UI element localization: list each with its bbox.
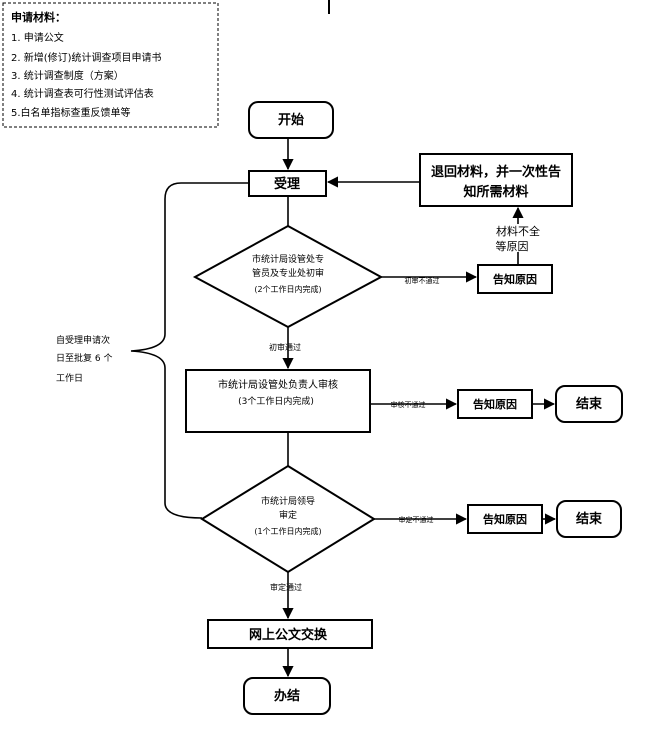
materials-item-4: 4. 统计调查表可行性测试评估表 <box>11 87 154 100</box>
notify1-node <box>477 264 553 294</box>
review2-line-1: 市统计局设管处负责人审核 <box>218 378 338 391</box>
review1-line-1: 市统计局设管处专 <box>252 253 324 265</box>
notify1-label: 告知原因 <box>493 272 537 286</box>
side-note-line-3: 工作日 <box>56 372 83 384</box>
review3-line-2: 审定 <box>279 509 297 521</box>
start-node <box>248 101 334 139</box>
pass1-label: 初审通过 <box>269 342 301 352</box>
materials-panel: 申请材料： 1. 申请公文 2. 新增(修订)统计调查项目申请书 3. 统计调查… <box>2 2 219 128</box>
end2-node <box>555 385 623 423</box>
materials-item-1: 1. 申请公文 <box>11 31 64 44</box>
return-materials-line-2: 知所需材料 <box>463 184 528 200</box>
review3-line-1: 市统计局领导 <box>261 495 315 507</box>
review2-line-2: (3个工作日内完成) <box>238 395 314 407</box>
materials-border <box>2 2 219 128</box>
incomplete-label-2: 等原因 <box>496 239 529 253</box>
done-label: 办结 <box>274 688 300 704</box>
fail3-label: 审定不通过 <box>399 515 434 524</box>
end3-label: 结束 <box>576 511 603 527</box>
exchange-node <box>207 619 373 649</box>
review3-line-3: (1个工作日内完成) <box>254 526 321 536</box>
end3-node <box>556 500 622 538</box>
pass3-label: 审定通过 <box>270 582 302 592</box>
start-label: 开始 <box>278 112 304 128</box>
review1-line-2: 管员及专业处初审 <box>252 267 324 279</box>
exchange-label: 网上公文交换 <box>249 627 328 643</box>
review2-node <box>185 369 371 433</box>
timeline-bracket <box>130 182 249 519</box>
fail1-label: 初审不通过 <box>405 276 440 285</box>
accept-label: 受理 <box>274 176 300 192</box>
materials-item-3: 3. 统计调查制度（方案） <box>11 69 124 82</box>
notify2-node <box>457 389 533 419</box>
return-materials-line-1: 退回材料，并一次性告 <box>431 164 561 180</box>
done-node <box>243 677 331 715</box>
materials-title: 申请材料： <box>11 10 66 24</box>
review1-line-3: (2个工作日内完成) <box>254 284 321 294</box>
notify3-label: 告知原因 <box>483 512 527 526</box>
materials-item-5: 5.白名单指标查重反馈单等 <box>11 106 131 119</box>
end2-label: 结束 <box>576 396 603 412</box>
notify2-label: 告知原因 <box>473 397 517 411</box>
fail2-label: 审核不通过 <box>391 400 426 409</box>
side-note-line-1: 自受理申请次 <box>56 334 110 346</box>
side-note-line-2: 日至批复 6 个 <box>56 352 112 364</box>
incomplete-label-1: 材料不全 <box>496 224 540 238</box>
return-materials-node <box>419 153 573 207</box>
materials-item-2: 2. 新增(修订)统计调查项目申请书 <box>11 51 162 64</box>
